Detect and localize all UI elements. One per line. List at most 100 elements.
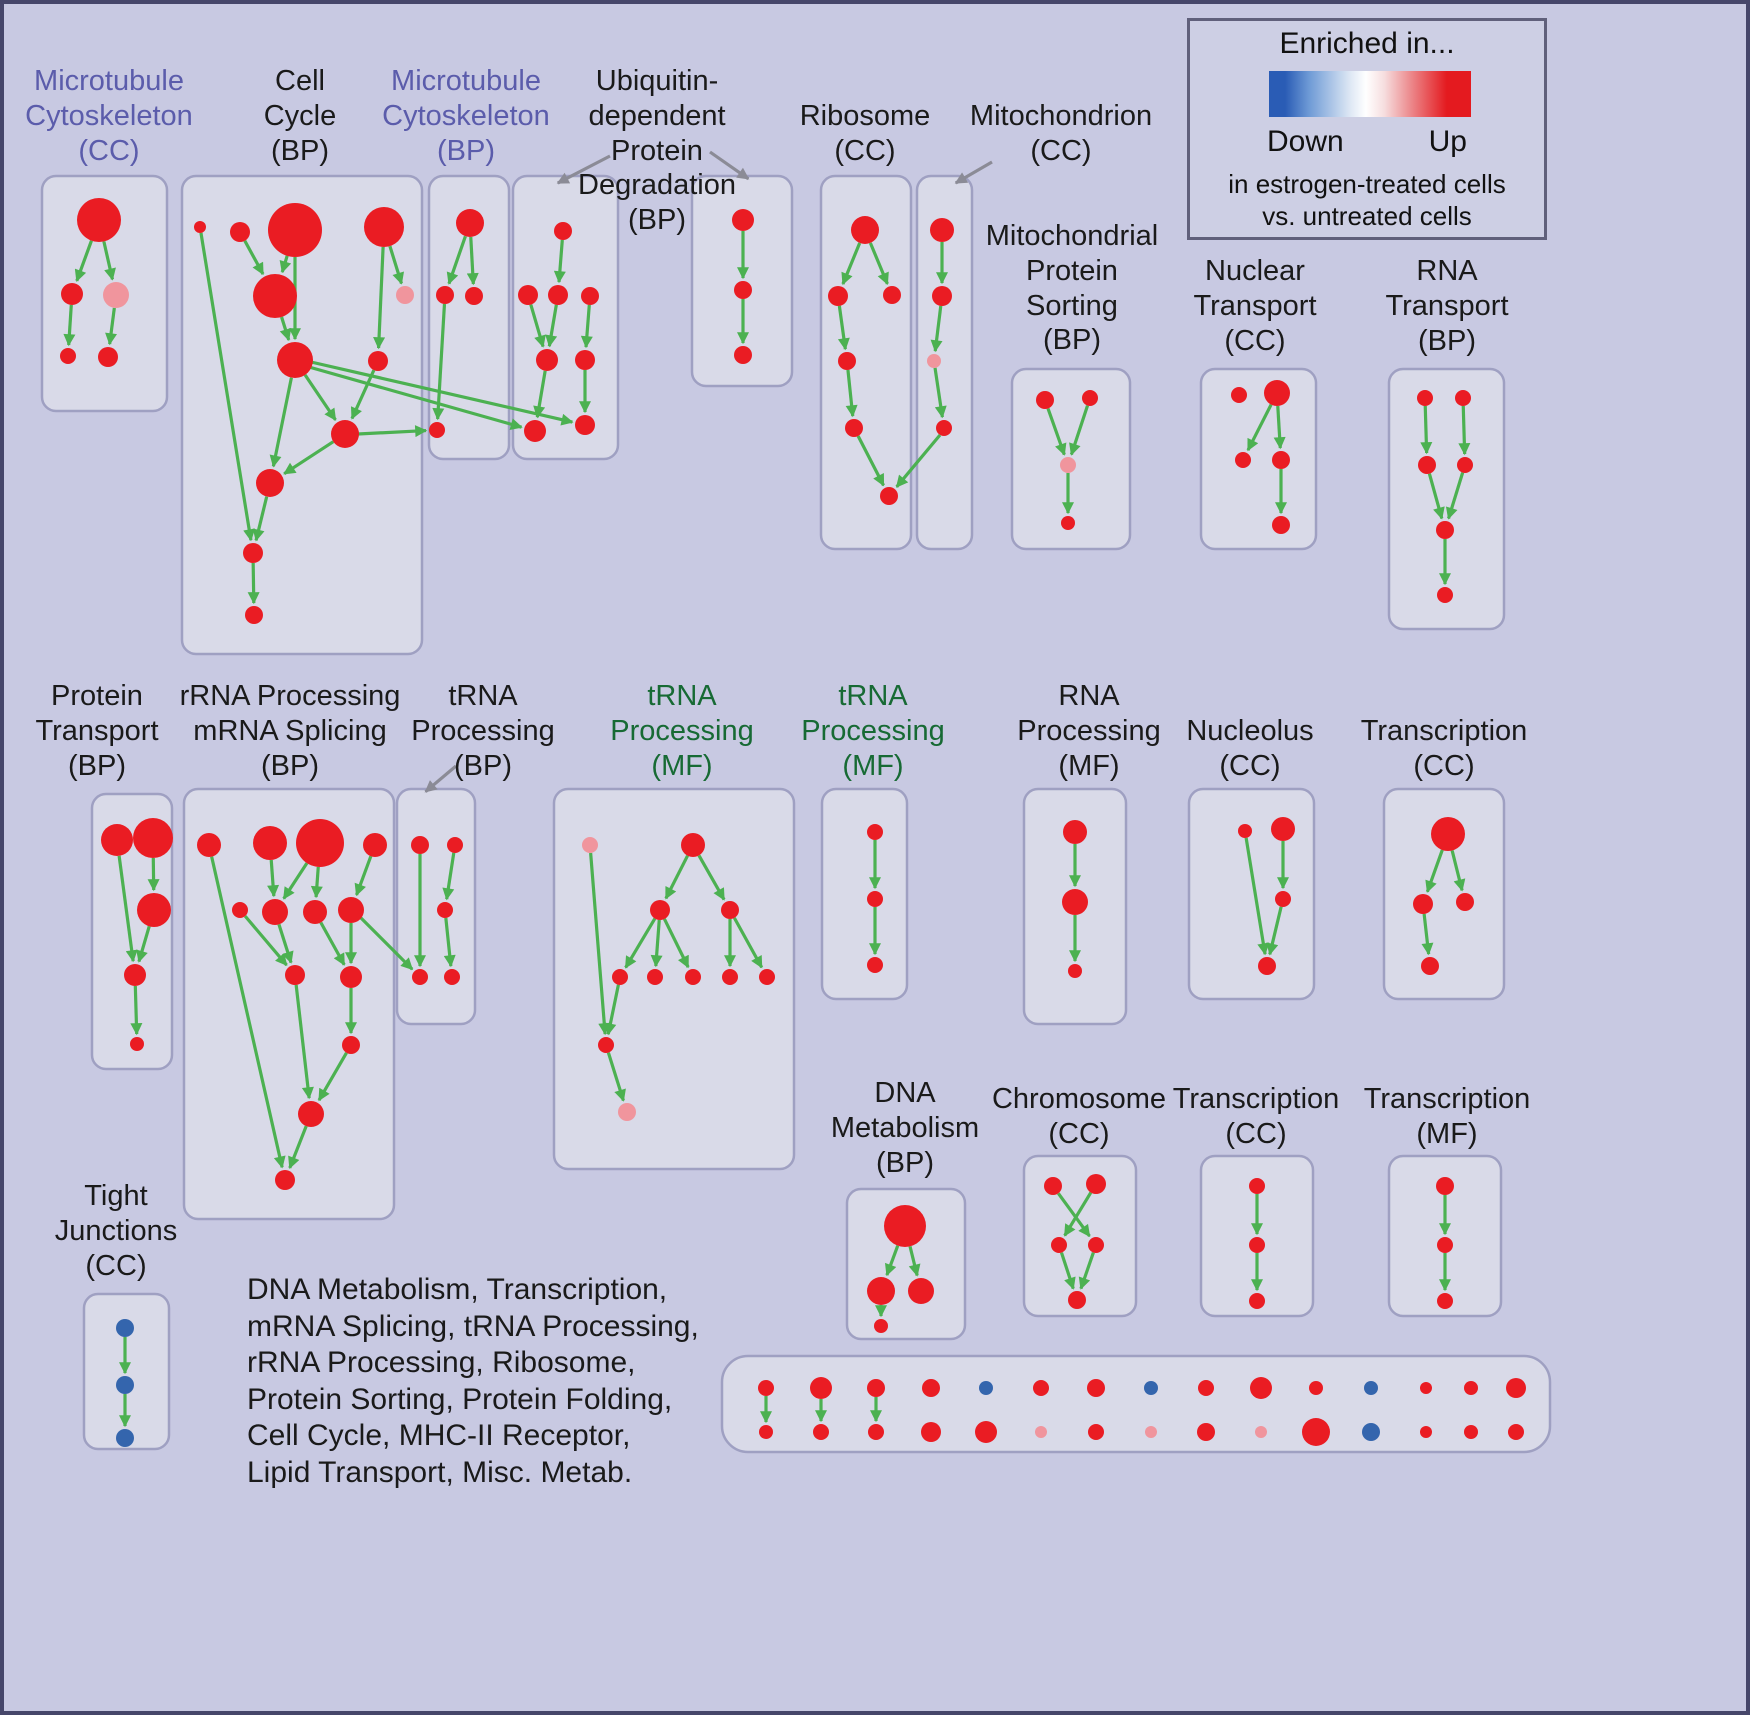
node-chromosome-cc-1	[1086, 1174, 1106, 1194]
node-transcription-mf-0	[1436, 1177, 1454, 1195]
node-trna-processing-mf-1-6	[685, 969, 701, 985]
edge-microtubule-cytoskeleton-bp	[466, 236, 479, 286]
edge-chromosome-cc	[1078, 1252, 1095, 1290]
group-box-mitochondrion-cc	[915, 174, 974, 551]
edge-ribosome-cc	[845, 369, 858, 418]
node-tight-junctions-cc-1	[116, 1376, 134, 1394]
node-cell-cycle-bp-11	[245, 606, 263, 624]
edge-trna-processing-mf-1	[650, 919, 663, 968]
node-rna-transport-bp-5	[1437, 587, 1453, 603]
node-trna-processing-mf-1-3	[721, 901, 739, 919]
legend-title: Enriched in...	[1279, 27, 1455, 60]
edge-rrna-processing-mrna-splicing-bp	[277, 923, 294, 964]
node-protein-transport-bp-1	[133, 818, 173, 858]
group-box-transcription-cc-upper	[1382, 787, 1506, 1001]
node-ribosome-cc-0	[851, 216, 879, 244]
edge-ribosome-cc	[837, 305, 850, 351]
edge-rrna-processing-mrna-splicing-bp	[210, 856, 286, 1169]
edge-trna-processing-mf-1	[589, 852, 611, 1036]
node-trna-processing-mf-2-0	[867, 824, 883, 840]
node-trna-processing-bp-0	[411, 836, 429, 854]
node-transcription-cc-upper-3	[1421, 957, 1439, 975]
node-cell-cycle-bp-3	[364, 207, 404, 247]
node-cell-cycle-bp-7	[368, 351, 388, 371]
node-misc-pathways-14	[1506, 1378, 1526, 1398]
legend-caption-line2: vs. untreated cells	[1262, 201, 1472, 231]
edge-trna-processing-mf-1	[664, 854, 689, 900]
node-trna-processing-mf-1-2	[650, 900, 670, 920]
node-transcription-mf-1	[1437, 1237, 1453, 1253]
node-ubiquitin-degradation-bp-a-7	[575, 415, 595, 435]
node-misc-pathways-1	[810, 1377, 832, 1399]
edge-microtubule-cytoskeleton-bp	[446, 235, 467, 285]
node-trna-processing-mf-1-8	[759, 969, 775, 985]
node-rna-transport-bp-2	[1418, 456, 1436, 474]
node-mitochondrial-protein-sorting-bp-0	[1036, 391, 1054, 409]
legend-gradient-bar	[1269, 71, 1471, 117]
legend-caption-line1: in estrogen-treated cells	[1228, 169, 1506, 199]
node-mitochondrion-cc-3	[936, 420, 952, 436]
edge-protein-transport-bp	[136, 925, 151, 963]
node-transcription-cc-lower-0	[1249, 1178, 1265, 1194]
node-transcription-cc-upper-1	[1413, 894, 1433, 914]
annotation-arrow	[556, 154, 611, 185]
node-misc-pathways-26	[1362, 1423, 1380, 1441]
edge-cell-cycle-bp	[373, 246, 386, 350]
node-trna-processing-bp-3	[412, 969, 428, 985]
cross-group-edge	[310, 360, 574, 426]
edge-rna-transport-bp	[1427, 473, 1445, 520]
node-misc-pathways-27	[1420, 1426, 1432, 1438]
group-box-ribosome-cc	[819, 174, 913, 551]
node-rrna-processing-mrna-splicing-bp-9	[340, 966, 362, 988]
edge-cell-cycle-bp	[269, 377, 293, 468]
node-transcription-cc-upper-2	[1456, 893, 1474, 911]
edge-ubiquitin-degradation-bp-a	[529, 304, 546, 348]
node-transcription-cc-lower-2	[1249, 1293, 1265, 1309]
node-mitochondrial-protein-sorting-bp-3	[1061, 516, 1075, 530]
group-box-ubiquitin-degradation-bp-a	[511, 174, 620, 461]
node-transcription-cc-upper-0	[1431, 817, 1465, 851]
edge-trna-processing-mf-1	[604, 984, 620, 1036]
node-ribosome-cc-3	[838, 352, 856, 370]
node-misc-pathways-25	[1302, 1418, 1330, 1446]
edge-ubiquitin-degradation-bp-a	[553, 239, 566, 284]
node-ribosome-cc-1	[828, 286, 848, 306]
node-ubiquitin-degradation-bp-a-6	[524, 420, 546, 442]
node-protein-transport-bp-2	[137, 893, 171, 927]
group-box-trna-processing-mf-2	[820, 787, 909, 1001]
node-dna-metabolism-bp-2	[908, 1278, 934, 1304]
cross-group-edge	[357, 425, 428, 438]
edge-cell-cycle-bp	[388, 245, 405, 285]
node-trna-processing-mf-2-2	[867, 957, 883, 973]
group-box-rrna-processing-mrna-splicing-bp	[182, 787, 396, 1221]
node-misc-pathways-8	[1198, 1380, 1214, 1396]
node-ubiquitin-degradation-bp-b-2	[734, 346, 752, 364]
legend-up-label: Up	[1428, 125, 1467, 158]
node-cell-cycle-bp-2	[268, 203, 322, 257]
edge-nucleolus-cc	[1244, 837, 1270, 956]
node-microtubule-cytoskeleton-bp-3	[429, 422, 445, 438]
node-chromosome-cc-0	[1044, 1177, 1062, 1195]
edge-cell-cycle-bp	[279, 255, 292, 274]
node-rrna-processing-mrna-splicing-bp-1	[253, 826, 287, 860]
node-rrna-processing-mrna-splicing-bp-0	[197, 833, 221, 857]
node-trna-processing-mf-1-7	[722, 969, 738, 985]
node-rrna-processing-mrna-splicing-bp-3	[363, 833, 387, 857]
edge-mitochondrion-cc	[933, 367, 947, 419]
node-rna-processing-mf-1	[1062, 889, 1088, 915]
node-microtubule-cytoskeleton-cc-3	[60, 348, 76, 364]
node-nuclear-transport-cc-2	[1235, 452, 1251, 468]
edge-cell-cycle-bp	[303, 374, 337, 421]
node-ubiquitin-degradation-bp-a-5	[575, 350, 595, 370]
node-chromosome-cc-2	[1051, 1237, 1067, 1253]
node-cell-cycle-bp-6	[277, 342, 313, 378]
node-rna-transport-bp-3	[1457, 457, 1473, 473]
node-transcription-cc-lower-1	[1249, 1237, 1265, 1253]
node-rrna-processing-mrna-splicing-bp-5	[262, 899, 288, 925]
node-misc-pathways-7	[1144, 1381, 1158, 1395]
edge-trna-processing-mf-1	[732, 917, 764, 969]
node-misc-pathways-29	[1508, 1424, 1524, 1440]
node-ribosome-cc-5	[880, 487, 898, 505]
node-misc-pathways-9	[1250, 1377, 1272, 1399]
node-mitochondrial-protein-sorting-bp-1	[1082, 390, 1098, 406]
